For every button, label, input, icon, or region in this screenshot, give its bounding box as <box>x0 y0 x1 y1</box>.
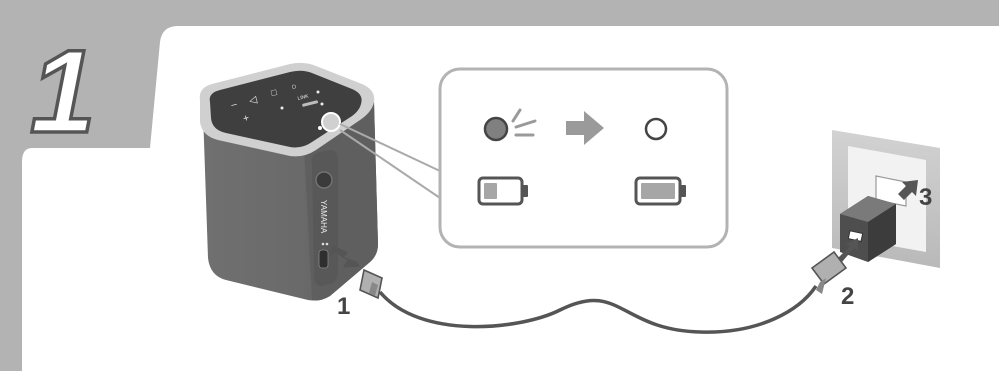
power-indicator-button <box>321 112 341 132</box>
play-label: ◁ <box>248 94 258 107</box>
arrow-1-icon <box>329 245 360 268</box>
indicator-callout <box>438 67 729 249</box>
usb-a-plug <box>810 250 848 294</box>
indicator-lit-icon <box>483 116 509 142</box>
indicator-off-icon <box>644 117 668 141</box>
micro-usb-port <box>318 249 329 269</box>
light-rays-icon <box>511 108 537 137</box>
callout-box <box>438 67 729 249</box>
source-dot-icon <box>280 106 284 110</box>
transition-arrow-icon <box>566 111 604 145</box>
step-number: 1 <box>30 26 96 158</box>
adapter-top <box>840 196 896 222</box>
step-number-badge: 1 <box>28 24 97 160</box>
callout-leader-lines <box>339 123 441 199</box>
port-marker-icon <box>321 242 325 246</box>
side-button-icon <box>315 171 333 189</box>
callout-2-label: 2 <box>841 283 854 310</box>
charge-indicator-led-icon <box>318 126 322 130</box>
link-dot-icon <box>316 90 320 94</box>
volume-down-label: – <box>230 99 238 111</box>
status-text-mark <box>302 100 319 107</box>
port-marker-icon <box>325 242 329 246</box>
arrow-2-icon <box>838 238 858 262</box>
battery-charging-icon <box>477 176 528 206</box>
micro-usb-plug <box>359 268 383 300</box>
battery-full-icon <box>634 176 686 206</box>
source-label: □ <box>270 87 278 98</box>
brand-logo: YAMAHA <box>319 200 328 234</box>
outlet-socket <box>875 175 907 207</box>
status-dot-icon <box>320 102 324 106</box>
callout-1-label: 1 <box>337 293 350 320</box>
link-label: LINK <box>297 93 310 102</box>
adapter-side <box>868 204 896 262</box>
power-label: ○ <box>290 81 298 92</box>
arrow-3-icon <box>898 180 918 200</box>
usb-cable <box>378 285 818 334</box>
callout-3-label: 3 <box>919 184 932 211</box>
volume-up-label: + <box>242 113 250 125</box>
